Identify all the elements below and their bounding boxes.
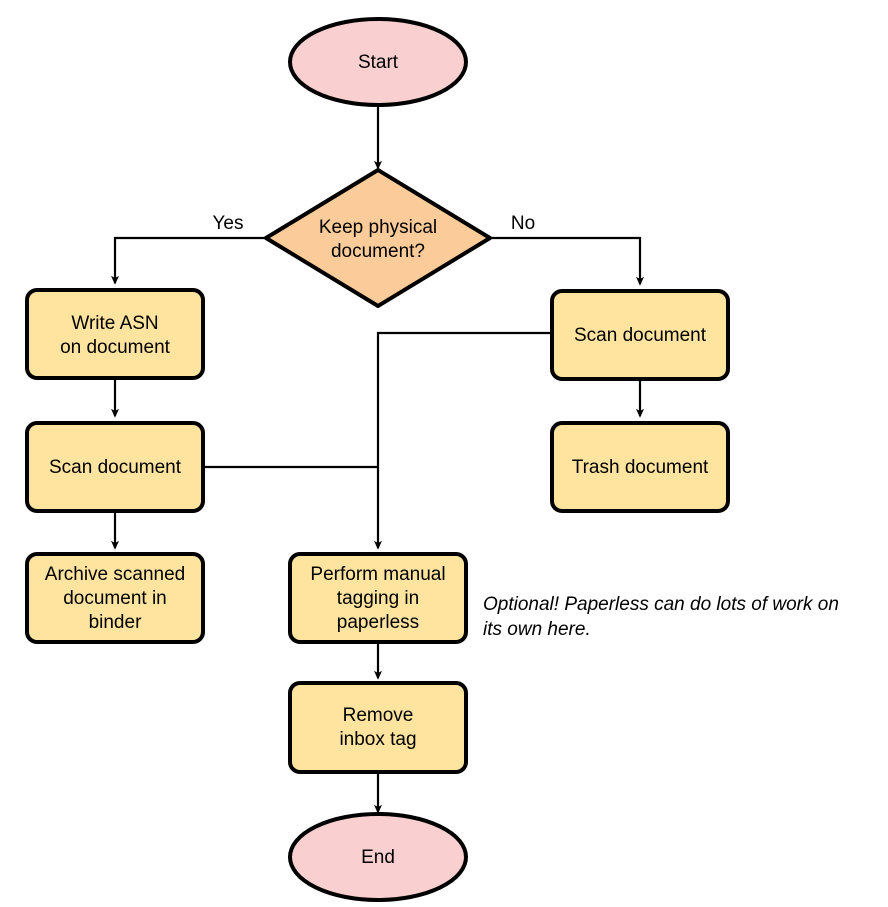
annotation-line1: Optional! Paperless can do lots of work … [483,594,839,615]
scan-document-left-label: Scan document [49,457,182,478]
end-label: End [361,847,395,868]
tagging-label-line2: tagging in [337,588,419,609]
start-label: Start [358,52,399,73]
node-decision-keep-physical-document[interactable]: Keep physical document? [264,168,492,308]
node-trash-document[interactable]: Trash document [550,421,730,513]
archive-label-line3: binder [89,612,142,633]
node-archive-scanned-document[interactable]: Archive scanned document in binder [25,552,205,644]
node-start[interactable]: Start [288,17,468,107]
write-asn-label-line2: on document [60,337,171,358]
edge-decision-yes-to-write-asn [111,236,266,285]
node-remove-inbox-tag[interactable]: Remove inbox tag [288,681,468,774]
remove-inbox-tag-box [288,681,468,774]
archive-box [25,552,205,644]
archive-label-line1: Archive scanned [45,564,185,585]
node-scan-document-right[interactable]: Scan document [550,289,730,381]
remove-tag-label-line1: Remove [343,705,414,726]
edge-decision-no-to-scan-right [490,236,644,286]
edge-scan-right-to-tagging [374,331,552,550]
node-perform-manual-tagging[interactable]: Perform manual tagging in paperless [288,552,468,644]
scan-document-right-box [550,289,730,381]
remove-tag-label-line2: inbox tag [339,729,416,750]
node-end[interactable]: End [288,812,468,902]
edge-label-yes: Yes [213,213,244,234]
decision-diamond [264,168,492,308]
trash-document-label: Trash document [572,457,709,478]
tagging-label-line3: paperless [337,612,419,633]
edge-label-no: No [511,213,535,234]
start-ellipse [288,17,468,107]
decision-label-line1: Keep physical [319,217,437,238]
trash-document-box [550,421,730,513]
decision-label-line2: document? [331,241,425,262]
write-asn-box [25,288,205,380]
write-asn-label-line1: Write ASN [71,313,158,334]
node-write-asn-on-document[interactable]: Write ASN on document [25,288,205,380]
tagging-box [288,552,468,644]
end-ellipse [288,812,468,902]
scan-document-left-box [25,421,205,513]
archive-label-line2: document in [63,588,167,609]
annotation-optional-note: Optional! Paperless can do lots of work … [483,594,839,640]
annotation-line2: its own here. [483,619,591,640]
tagging-label-line1: Perform manual [310,564,445,585]
node-scan-document-left[interactable]: Scan document [25,421,205,513]
scan-document-right-label: Scan document [574,325,707,346]
